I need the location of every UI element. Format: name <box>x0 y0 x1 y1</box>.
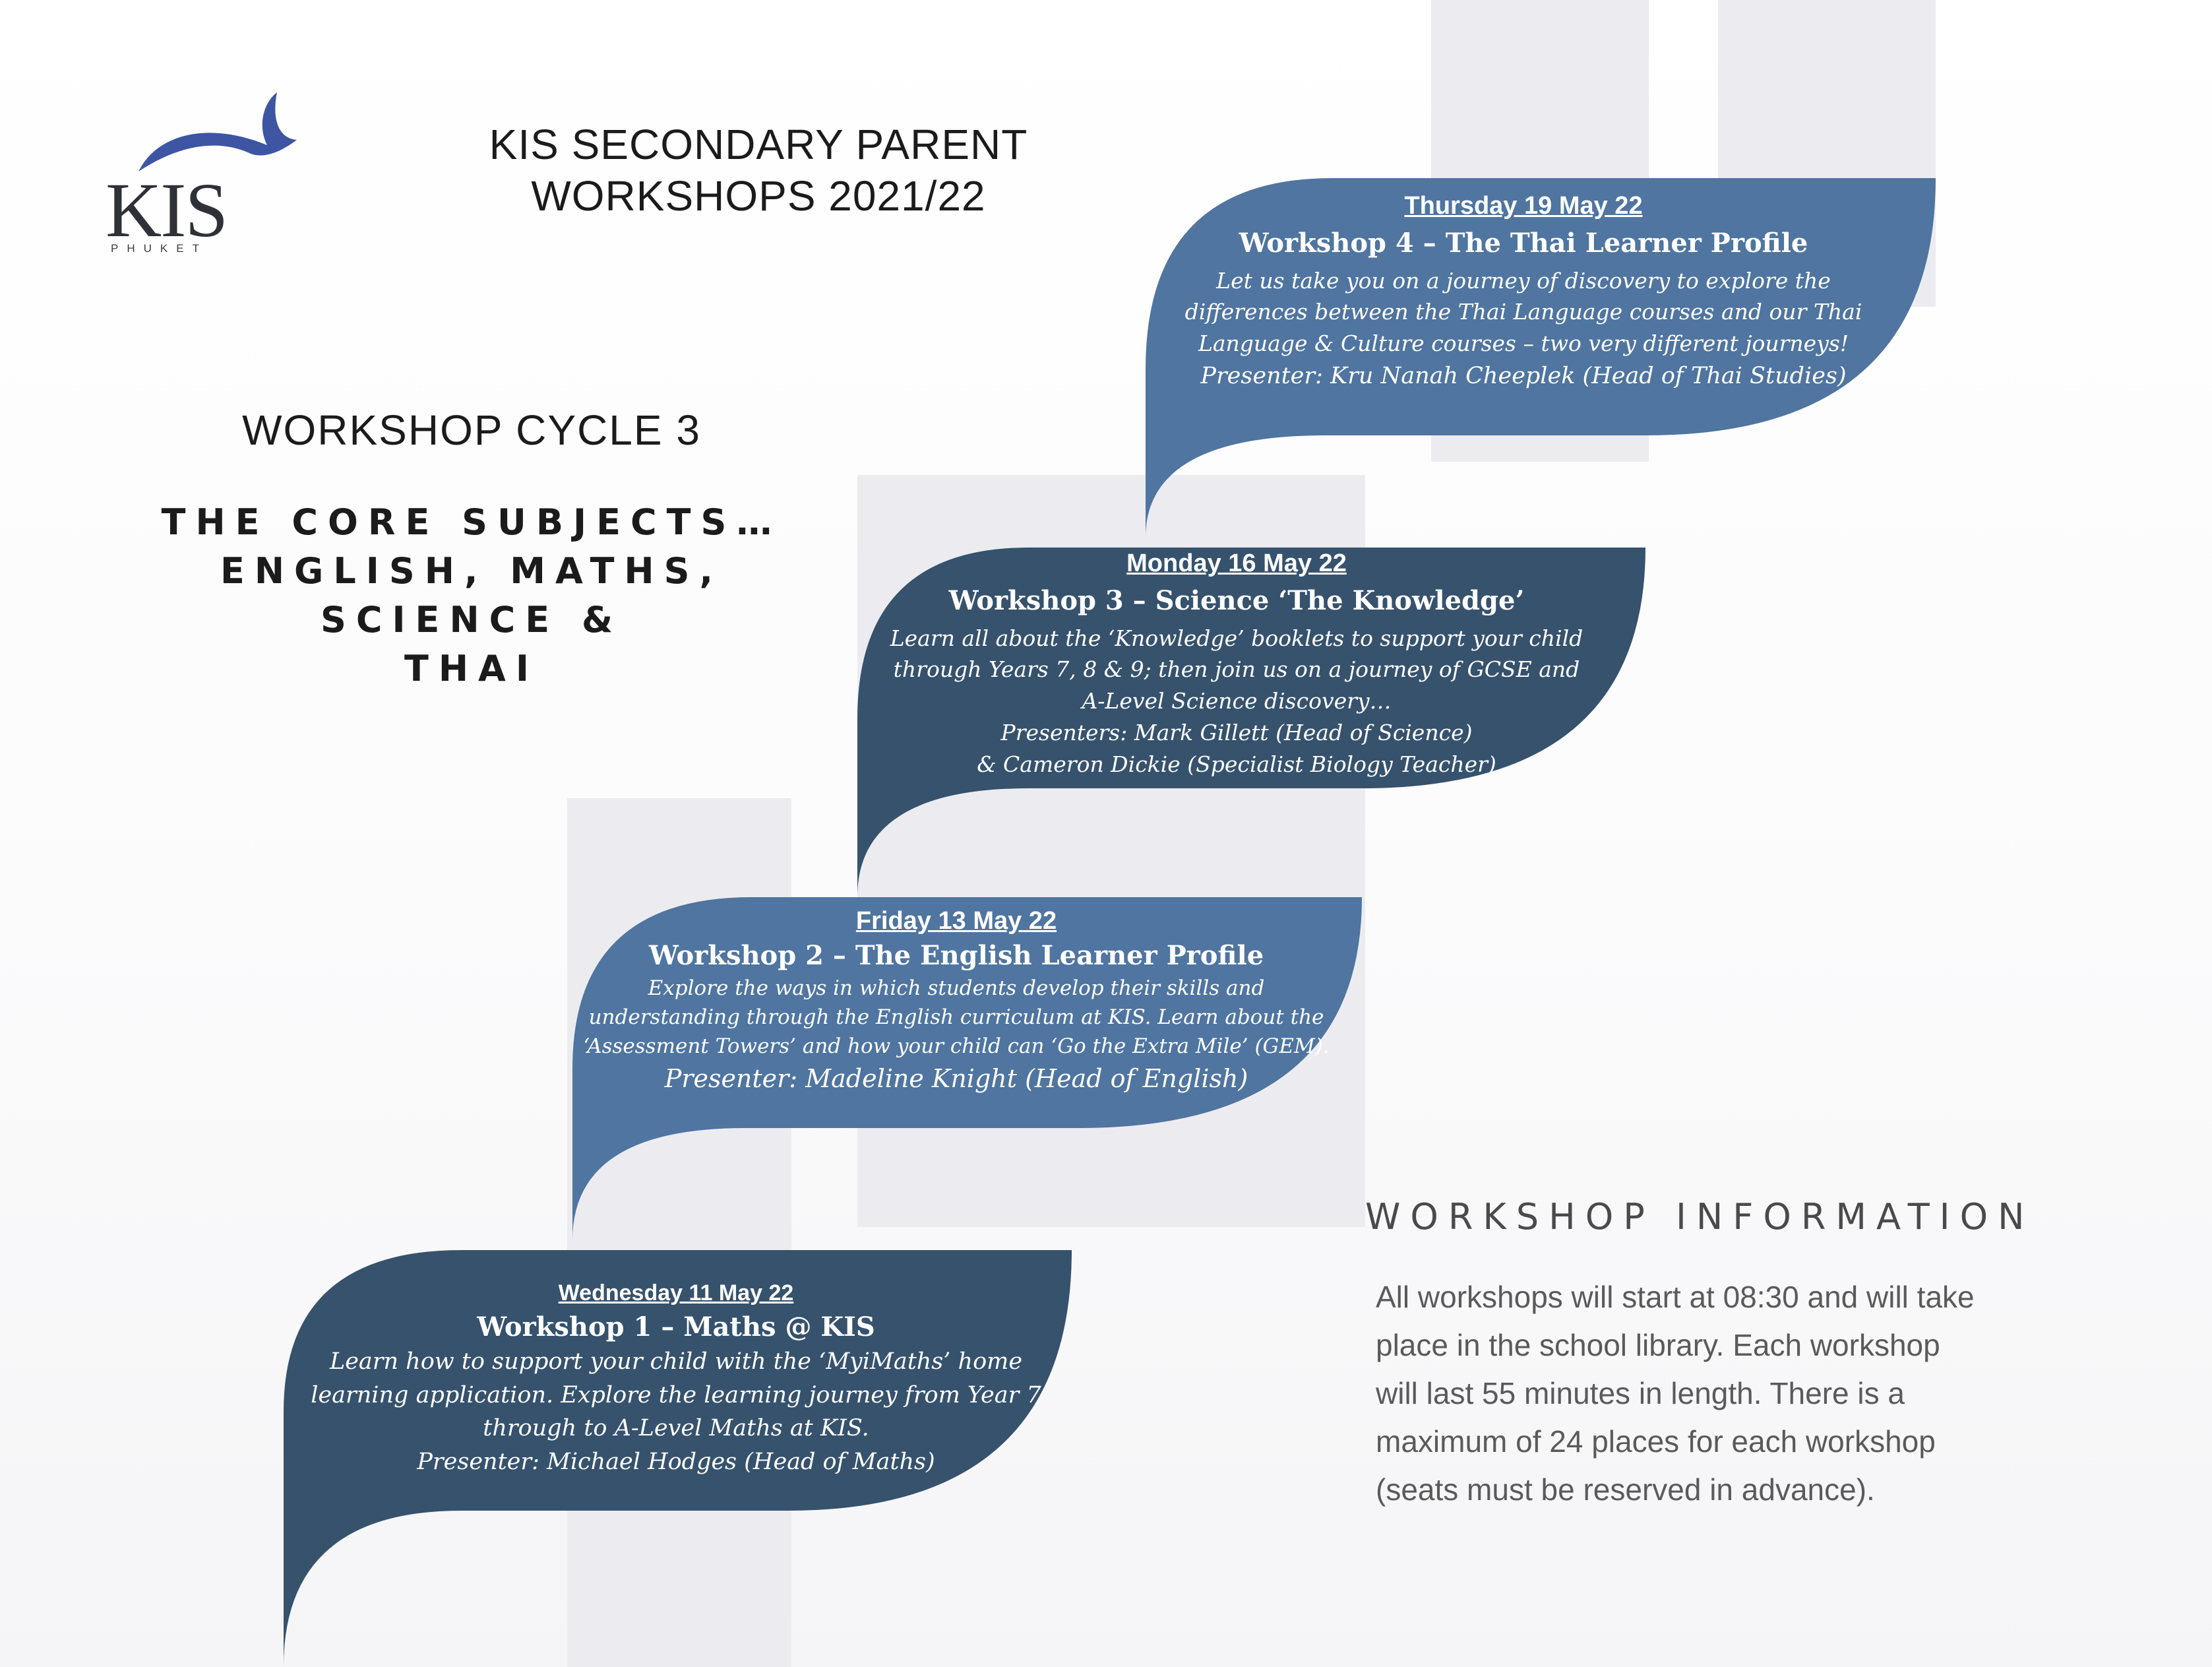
description-line: differences between the Thai Language co… <box>1184 299 1862 325</box>
workshop-title: Workshop 1 – Maths @ KIS <box>477 1311 875 1342</box>
ribbon-panel-1 <box>284 1128 1072 1667</box>
info-heading: WORKSHOP INFORMATION <box>1365 1196 2035 1238</box>
workshop-card-2: Friday 13 May 22 Workshop 2 – The Englis… <box>567 906 1345 1097</box>
description-line: Learn how to support your child with the… <box>329 1348 1023 1375</box>
presenter-line: Presenter: Kru Nanah Cheeplek (Head of T… <box>1200 363 1847 390</box>
ribbon-panel-2 <box>572 788 1362 1240</box>
page-title-line: KIS SECONDARY PARENT <box>489 121 1028 168</box>
workshop-title: Workshop 3 – Science ‘The Knowledge’ <box>948 584 1525 616</box>
workshop-date: Thursday 19 May 22 <box>1404 192 1643 220</box>
description-line: ‘Assessment Towers’ and how your child c… <box>583 1034 1330 1058</box>
workshop-card-3: Monday 16 May 22 Workshop 3 – Science ‘T… <box>874 549 1599 780</box>
kis-logo: KIS PHUKET <box>99 92 297 264</box>
description-line: through to A-Level Maths at KIS. <box>483 1415 869 1442</box>
workshop-description: Learn how to support your child with the… <box>297 1345 1055 1445</box>
logo-name: KIS <box>106 167 228 253</box>
workshop-presenter: Presenters: Mark Gillett (Head of Scienc… <box>874 717 1599 780</box>
workshop-presenter: Presenter: Madeline Knight (Head of Engl… <box>567 1061 1345 1097</box>
workshop-presenter: Presenter: Michael Hodges (Head of Maths… <box>297 1445 1055 1479</box>
presenter-line: Presenter: Madeline Knight (Head of Engl… <box>664 1063 1248 1093</box>
workshop-description: Learn all about the ‘Knowledge’ booklets… <box>874 623 1599 718</box>
workshop-description: Explore the ways in which students devel… <box>567 974 1345 1061</box>
logo-subtitle: PHUKET <box>111 242 208 255</box>
workshop-presenter: Presenter: Kru Nanah Cheeplek (Head of T… <box>1161 360 1886 393</box>
description-line: Let us take you on a journey of discover… <box>1216 267 1831 294</box>
info-line: All workshops will start at 08:30 and wi… <box>1376 1280 1975 1314</box>
workshop-date: Monday 16 May 22 <box>1126 550 1347 577</box>
info-line: maximum of 24 places for each workshop <box>1376 1424 1936 1459</box>
presenter-line: & Cameron Dickie (Specialist Biology Tea… <box>977 751 1496 777</box>
swallow-bird-icon <box>138 92 297 172</box>
description-line: A-Level Science discovery… <box>1082 688 1392 714</box>
workshop-date: Friday 13 May 22 <box>855 907 1057 935</box>
core-subjects-line: THAI <box>404 648 539 689</box>
workshop-title: Workshop 4 – The Thai Learner Profile <box>1239 227 1808 259</box>
description-line: understanding through the English curric… <box>588 1005 1324 1029</box>
description-line: Language & Culture courses – two very di… <box>1198 330 1849 357</box>
workshop-card-1: Wednesday 11 May 22 Workshop 1 – Maths @… <box>297 1280 1055 1479</box>
core-subjects-title: THE CORE SUBJECTS… ENGLISH, MATHS, SCIEN… <box>92 498 851 693</box>
description-line: through Years 7, 8 & 9; then join us on … <box>893 656 1580 683</box>
core-subjects-line: THE CORE SUBJECTS… <box>161 501 782 543</box>
description-line: Explore the ways in which students devel… <box>648 976 1265 1000</box>
info-line: place in the school library. Each worksh… <box>1376 1328 1940 1362</box>
workshop-title: Workshop 2 – The English Learner Profile <box>648 939 1264 971</box>
presenter-line: Presenters: Mark Gillett (Head of Scienc… <box>1000 720 1473 746</box>
description-line: learning application. Explore the learni… <box>311 1381 1041 1408</box>
info-line: (seats must be reserved in advance). <box>1376 1472 1875 1507</box>
ribbon-panel-3 <box>857 435 1645 897</box>
workshop-date: Wednesday 11 May 22 <box>558 1280 794 1305</box>
description-line: Learn all about the ‘Knowledge’ booklets… <box>890 625 1583 651</box>
info-line: will last 55 minutes in length. There is… <box>1376 1376 1905 1410</box>
page-title: KIS SECONDARY PARENT WORKSHOPS 2021/22 <box>429 119 1088 222</box>
page-title-line: WORKSHOPS 2021/22 <box>531 172 986 220</box>
workshop-card-4: Thursday 19 May 22 Workshop 4 – The Thai… <box>1161 191 1886 393</box>
info-body: All workshops will start at 08:30 and wi… <box>1376 1273 2055 1514</box>
cycle-title: WORKSHOP CYCLE 3 <box>242 406 701 454</box>
ribbon-panels <box>284 53 1936 1667</box>
workshop-description: Let us take you on a journey of discover… <box>1161 265 1886 360</box>
core-subjects-line: ENGLISH, MATHS, SCIENCE & <box>220 550 723 641</box>
ribbon-panel-4 <box>1146 53 1936 538</box>
presenter-line: Presenter: Michael Hodges (Head of Maths… <box>417 1449 935 1476</box>
